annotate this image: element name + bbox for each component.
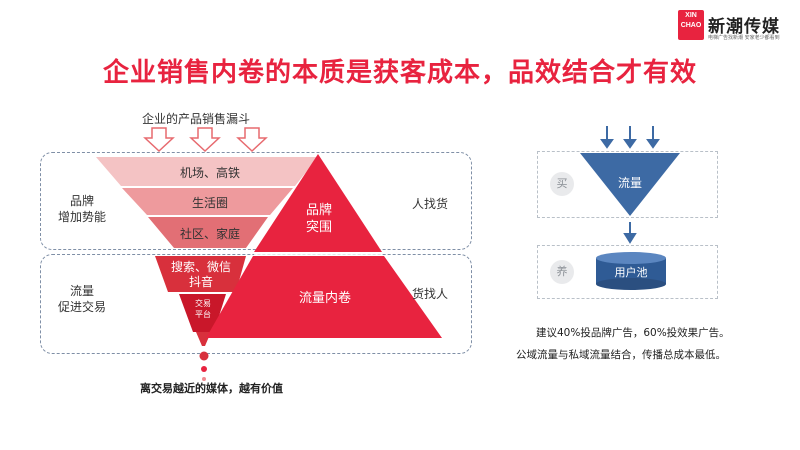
drop-3 — [202, 377, 206, 381]
arrow-down-icon — [143, 127, 175, 153]
funnel-label-community: 社区、家庭 — [179, 227, 240, 241]
arrow-down-icon — [236, 127, 268, 153]
arrow-down-icon — [646, 126, 660, 149]
funnel-segment-1 — [96, 157, 318, 186]
right-funnel-label: 流量 — [617, 176, 642, 190]
drop-2 — [201, 366, 207, 372]
buy-box — [537, 151, 718, 218]
funnel-segment-2 — [122, 188, 293, 215]
side-label-goods-find-people: 货找人 — [411, 287, 448, 301]
user-pool-cylinder — [596, 252, 666, 290]
logo-name: 新潮传媒 — [708, 17, 780, 37]
funnel-label-lifecircle: 生活圈 — [191, 196, 228, 210]
drop-1 — [199, 351, 209, 361]
right-note-combine: 公域流量与私域流量结合，传播总成本最低。 — [516, 349, 726, 361]
arrow-down-icon — [623, 222, 637, 244]
arrow-down-icon — [600, 126, 614, 149]
arrow-down-icon — [623, 126, 637, 149]
logo-mark: XIN CHAO — [678, 10, 704, 40]
funnel-segment-5 — [179, 294, 226, 332]
right-funnel — [580, 153, 680, 216]
funnel-spout — [196, 332, 211, 346]
funnel-label-search: 搜索、微信 抖音 — [170, 260, 231, 289]
page-title: 企业销售内卷的本质是获客成本，品效结合才有效 — [102, 58, 697, 88]
triangle-bottom — [206, 256, 442, 338]
side-label-people-find-goods: 人找货 — [411, 197, 448, 211]
raise-box — [537, 245, 718, 299]
buy-circle: 买 — [550, 172, 574, 196]
logo-slogan: 电梯广告找新潮 安家老少都看到 — [708, 35, 780, 41]
funnel-segment-3 — [148, 217, 268, 248]
funnel-label-platform: 交易 平台 — [195, 299, 211, 319]
funnel-bottom-note: 离交易越近的媒体，越有价值 — [140, 382, 283, 395]
user-pool-label: 用户池 — [614, 266, 648, 279]
arrow-down-icon — [189, 127, 221, 153]
triangle-top — [254, 154, 382, 252]
funnel-segment-4 — [155, 256, 246, 292]
right-note-ratio: 建议40%投品牌广告，60%投效果广告。 — [536, 327, 730, 339]
funnel-caption: 企业的产品销售漏斗 — [142, 112, 251, 126]
triangle-label-traffic: 流量内卷 — [298, 291, 351, 306]
row-label-brand: 品牌 增加势能 — [57, 194, 106, 224]
raise-circle: 养 — [550, 260, 574, 284]
triangle-label-brand: 品牌 突围 — [305, 203, 332, 235]
row-label-traffic: 流量 促进交易 — [57, 284, 106, 314]
funnel-label-airport: 机场、高铁 — [179, 166, 240, 180]
